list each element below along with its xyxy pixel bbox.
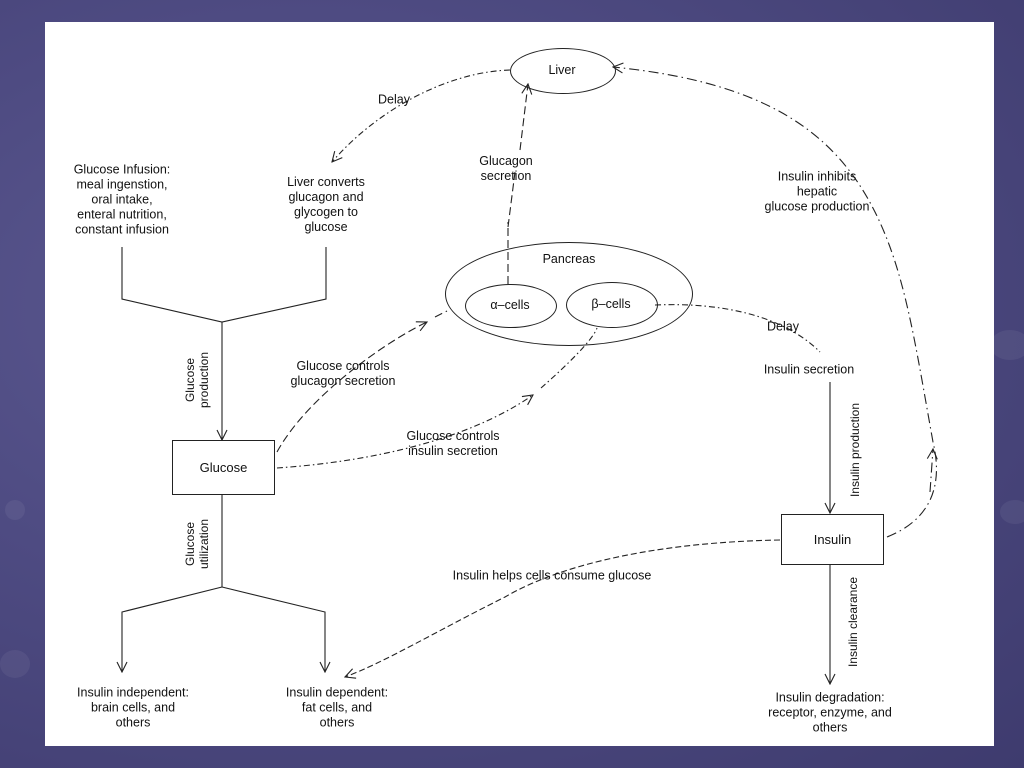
insulin-secretion-text: Insulin secretion — [763, 362, 855, 377]
beta-cells-node — [566, 282, 658, 328]
alpha-tail — [434, 310, 448, 318]
utilization-left-arrow — [122, 586, 223, 672]
insulin-helps-arrow — [345, 539, 781, 677]
insulin-node: Insulin — [781, 514, 884, 565]
background-bubble — [5, 500, 25, 520]
glucose-infusion-text: Glucose Infusion: meal ingenstion, oral … — [73, 162, 171, 237]
glucose-controls-insulin-text: Glucose controls insulin secretion — [406, 429, 500, 458]
glucose-production-text: Glucose production — [183, 351, 211, 409]
glucagon-secretion-text: Glucagon secretion — [479, 154, 533, 183]
insulin-independent-text: Insulin independent: brain cells, and ot… — [77, 685, 189, 730]
pancreas-node — [445, 242, 693, 346]
insulin-degradation-text: Insulin degradation: receptor, enzyme, a… — [768, 690, 892, 735]
glucose-utilization-text: Glucose utilization — [183, 518, 211, 570]
insulin-inhibits-text: Insulin inhibits hepatic glucose product… — [764, 169, 870, 214]
liver-node — [510, 48, 616, 94]
beta-to-insulin-secretion — [654, 304, 821, 353]
glucose-node: Glucose — [172, 440, 275, 495]
pancreas-label: Pancreas — [542, 252, 596, 266]
delay-right-text: Delay — [767, 319, 799, 334]
background-bubble — [990, 330, 1024, 360]
background-bubble — [0, 650, 30, 678]
insulin-dependent-text: Insulin dependent: fat cells, and others — [285, 685, 389, 730]
infusion-branch-line — [121, 247, 327, 323]
insulin-inhibits-arrow — [613, 67, 937, 538]
liver-converts-text: Liver converts glucagon and glycogen to … — [287, 175, 365, 234]
insulin-production-text: Insulin production — [848, 402, 862, 498]
glucose-to-beta-arrow — [276, 395, 533, 469]
beta-cells-label: β–cells — [591, 297, 631, 311]
liver-to-converts-arrow — [332, 69, 511, 162]
utilization-right-arrow — [221, 586, 325, 672]
glucose-to-alpha-arrow — [276, 322, 427, 453]
liver-label: Liver — [548, 63, 576, 77]
glucose-insulin-diagram — [45, 22, 994, 746]
glucose-controls-glucagon-text: Glucose controls glucagon secretion — [290, 359, 396, 388]
slide: Liver Pancreas α–cells β–cells Glucose I… — [45, 22, 994, 746]
insulin-helps-text: Insulin helps cells consume glucose — [452, 568, 652, 583]
insulin-clearance-text: Insulin clearance — [846, 576, 860, 668]
inhibits-upper-arrowhead — [930, 449, 933, 493]
alpha-cells-node — [465, 284, 557, 328]
glucagon-secretion-upper — [507, 171, 516, 228]
background-bubble — [1000, 500, 1024, 524]
delay-top-text: Delay — [378, 92, 410, 107]
alpha-cells-label: α–cells — [490, 298, 530, 312]
